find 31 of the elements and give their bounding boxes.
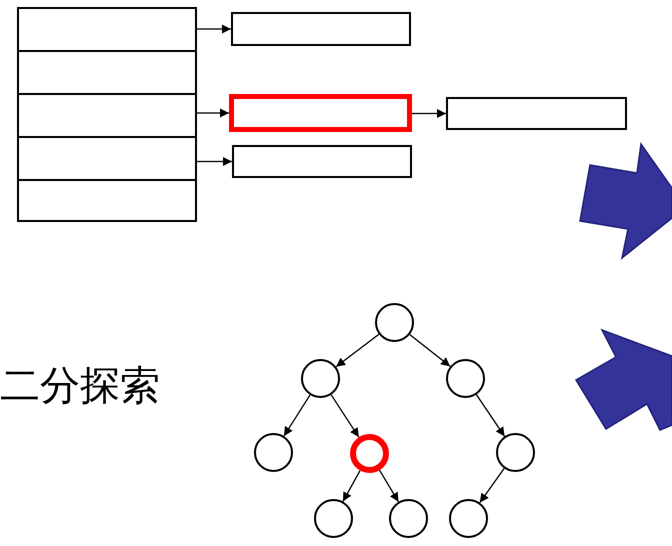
arrow (412, 108, 446, 118)
arrow (479, 468, 505, 503)
list-node (232, 145, 412, 178)
table-cell (17, 7, 197, 52)
list-node (231, 12, 411, 46)
tree-node (446, 359, 485, 398)
arrow (378, 470, 400, 502)
highlighted-list-node (229, 94, 412, 132)
arrow (336, 334, 380, 368)
tree-node (375, 303, 414, 342)
tree-node (254, 433, 293, 472)
table-cell (17, 93, 197, 138)
table-cell (17, 179, 197, 222)
tree-node (496, 433, 535, 472)
highlighted-tree-node (350, 434, 389, 473)
arrow (197, 156, 232, 166)
arrow (283, 394, 311, 436)
tree-node (449, 499, 488, 538)
table-cell (17, 50, 197, 95)
tree-node (389, 499, 428, 538)
heading-text: 二分探索 (0, 362, 160, 410)
arrow (197, 24, 231, 34)
arrow (197, 108, 229, 118)
arrow (476, 394, 506, 437)
arrow (409, 334, 451, 367)
table-cell (17, 136, 197, 181)
tree-node (314, 499, 353, 538)
tree-node (301, 359, 340, 398)
arrow (330, 394, 360, 438)
arrow (342, 470, 361, 502)
list-node (446, 97, 627, 130)
